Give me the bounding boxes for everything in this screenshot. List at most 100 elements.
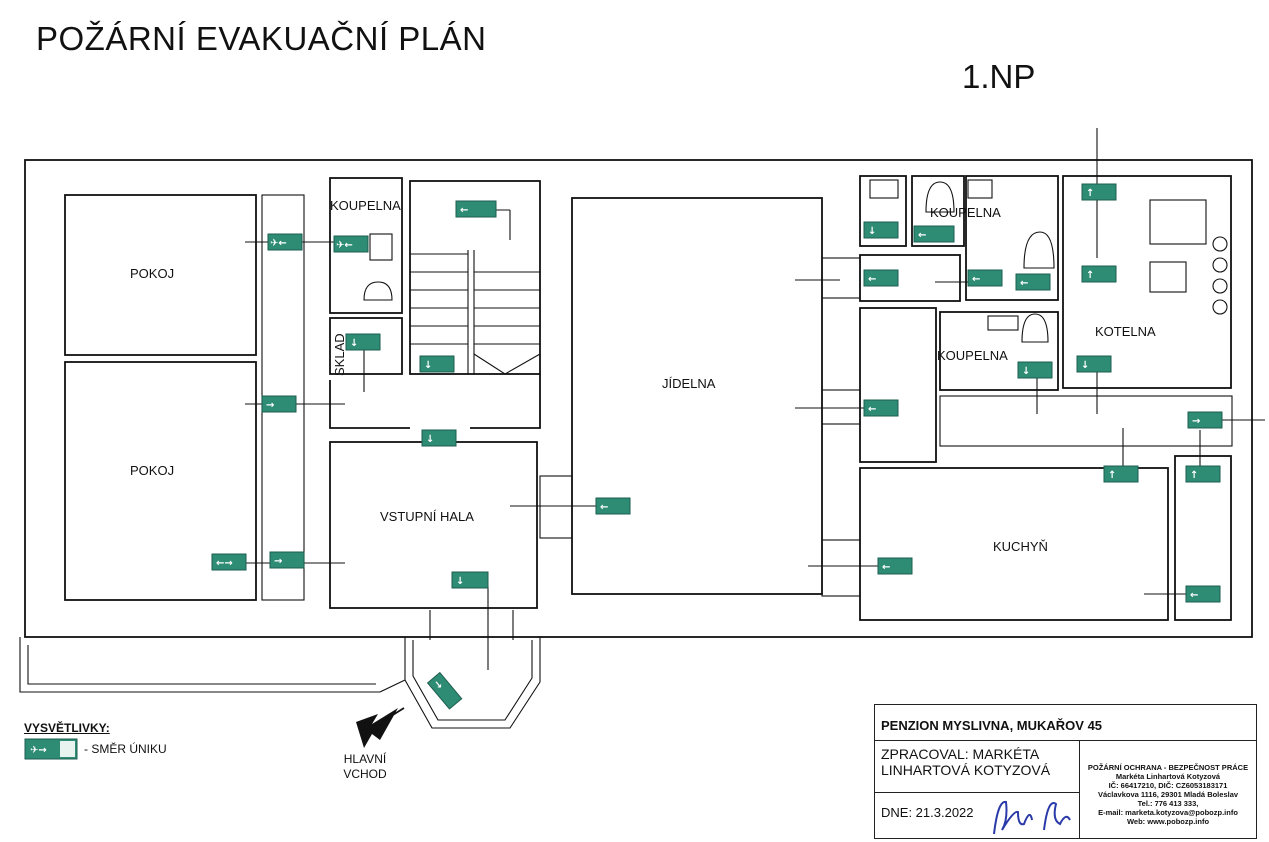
exit-sign-icon: ↓ — [1076, 355, 1112, 373]
author: ZPRACOVAL: MARKÉTA LINHARTOVÁ KOTYZOVÁ — [875, 741, 1079, 793]
room-label: POKOJ — [130, 463, 174, 478]
svg-text:↓: ↓ — [426, 434, 434, 445]
svg-text:←: ← — [868, 404, 876, 415]
legend: VYSVĚTLIVKY: ✈→ - SMĚR ÚNIKU — [24, 721, 167, 760]
exit-sign-icon: ↓ — [451, 571, 489, 589]
exit-sign-icon: ←→ — [211, 553, 247, 571]
exit-sign-icon: ← — [863, 269, 899, 287]
svg-text:↑: ↑ — [1190, 470, 1198, 481]
author-cell: ZPRACOVAL: MARKÉTA LINHARTOVÁ KOTYZOVÁ D… — [875, 741, 1080, 838]
stair-treads — [410, 250, 541, 375]
exit-sign-icon: ↑ — [1103, 465, 1139, 483]
boiler-icon — [1149, 199, 1207, 245]
fixtures — [363, 179, 1228, 343]
room-koupelna-right-bottom — [939, 311, 1059, 391]
exit-sign-icon: ← — [877, 557, 913, 575]
svg-text:↓: ↓ — [456, 576, 464, 587]
room-label: KOTELNA — [1095, 324, 1156, 339]
boiler-icon — [1149, 261, 1187, 293]
date: DNE: 21.3.2022 — [881, 805, 974, 820]
svg-text:✈←: ✈← — [270, 238, 287, 249]
exit-sign-icon: ← — [863, 399, 899, 417]
room-label: KOUPELNA — [930, 205, 1001, 220]
svg-text:✈←: ✈← — [336, 240, 353, 251]
svg-text:↓: ↓ — [1022, 366, 1030, 377]
signature-icon — [993, 800, 1071, 835]
exit-sign-icon: ↓ — [1017, 361, 1053, 379]
exit-sign-icon: ↓ — [419, 355, 455, 373]
exit-signs: ✈← ✈← ↓ → ↓ ↓ ← ←→ → ↓ ← ↓ ← ← ← ← ↑ ↑ ←… — [211, 183, 1223, 710]
bathtub-icon — [967, 179, 993, 199]
svg-text:←: ← — [460, 205, 468, 216]
room-pokoj-bottom — [64, 361, 257, 601]
room-koupelna-left — [329, 177, 403, 314]
legend-title: VYSVĚTLIVKY: — [24, 721, 110, 735]
exit-sign-icon: ← — [595, 497, 631, 515]
exit-sign-icon: ← — [455, 200, 497, 218]
rooms — [64, 175, 1233, 621]
svg-text:↑: ↑ — [1086, 270, 1094, 281]
svg-text:↓: ↓ — [424, 360, 432, 371]
svg-text:↑: ↑ — [1108, 470, 1116, 481]
svg-text:←: ← — [918, 230, 926, 241]
svg-text:→: → — [266, 400, 274, 411]
toilet-icon — [1021, 313, 1049, 343]
svg-text:→: → — [1192, 416, 1200, 427]
room-kotelna — [1062, 175, 1232, 389]
svg-text:↑: ↑ — [1086, 188, 1094, 199]
toilet-icon — [1023, 231, 1055, 269]
building-outline — [19, 159, 1253, 729]
svg-text:←: ← — [972, 274, 980, 285]
exit-sign-icon: ↓ — [421, 429, 457, 447]
room-label: KOUPELNA — [937, 348, 1008, 363]
exit-sign-icon: → — [1187, 411, 1223, 429]
exit-sign-icon: ↓ — [863, 221, 899, 239]
company-stamp: POŽÁRNÍ OCHRANA - BEZPEČNOST PRÁCE Marké… — [1087, 763, 1249, 826]
exit-sign-icon: ↑ — [1081, 265, 1117, 283]
room-label: POKOJ — [130, 266, 174, 281]
entrance-arrow-icon — [356, 708, 398, 748]
room-sklad — [329, 317, 403, 375]
svg-text:↓: ↓ — [350, 338, 358, 349]
room-label: KOUPELNA — [330, 198, 401, 213]
svg-text:✈→: ✈→ — [30, 745, 47, 756]
exit-sign-icon: ← — [967, 269, 1003, 287]
exit-sign-icon: ✈← — [333, 235, 369, 253]
toilet-icon — [925, 181, 955, 213]
svg-text:↓: ↓ — [868, 226, 876, 237]
project-name: PENZION MYSLIVNA, MUKAŘOV 45 — [875, 705, 1256, 741]
room-pokoj-top — [64, 194, 257, 356]
exit-sign-icon: ← — [1185, 585, 1221, 603]
legend-row: ✈→ - SMĚR ÚNIKU — [24, 738, 167, 760]
exit-sign-icon: ← — [913, 225, 955, 243]
svg-text:←→: ←→ — [216, 558, 233, 569]
room-label: KUCHYŇ — [993, 539, 1048, 554]
svg-text:→: → — [274, 556, 282, 567]
svg-text:↓: ↓ — [1081, 360, 1089, 371]
svg-text:←: ← — [882, 562, 890, 573]
room-vstupni-hala — [329, 441, 538, 609]
entrance-label: HLAVNÍ VCHOD — [343, 752, 387, 781]
exit-sign-icon: ↑ — [1185, 465, 1221, 483]
svg-text:←: ← — [1190, 590, 1198, 601]
toilet-icon — [363, 281, 393, 301]
bathtub-icon — [987, 315, 1019, 331]
title-block: PENZION MYSLIVNA, MUKAŘOV 45 ZPRACOVAL: … — [874, 704, 1257, 839]
exit-sign-icon: ↑ — [1081, 183, 1117, 201]
svg-text:←: ← — [868, 274, 876, 285]
staircase — [409, 180, 541, 375]
exit-sign-icon: ↓ — [345, 333, 381, 351]
room-label: VSTUPNÍ HALA — [380, 509, 474, 524]
svg-text:←: ← — [1020, 278, 1028, 289]
exit-sign-icon: → — [426, 671, 463, 710]
floor-label: 1.NP — [962, 58, 1036, 95]
bathtub-icon — [869, 179, 899, 199]
room-jidelna — [571, 197, 823, 595]
exit-sign-icon: ← — [1015, 273, 1051, 291]
room-label: SKLAD — [332, 333, 347, 376]
svg-text:←: ← — [600, 502, 608, 513]
legend-text: - SMĚR ÚNIKU — [84, 742, 167, 756]
room-label: JÍDELNA — [662, 376, 716, 391]
bathtub-icon — [369, 233, 393, 261]
